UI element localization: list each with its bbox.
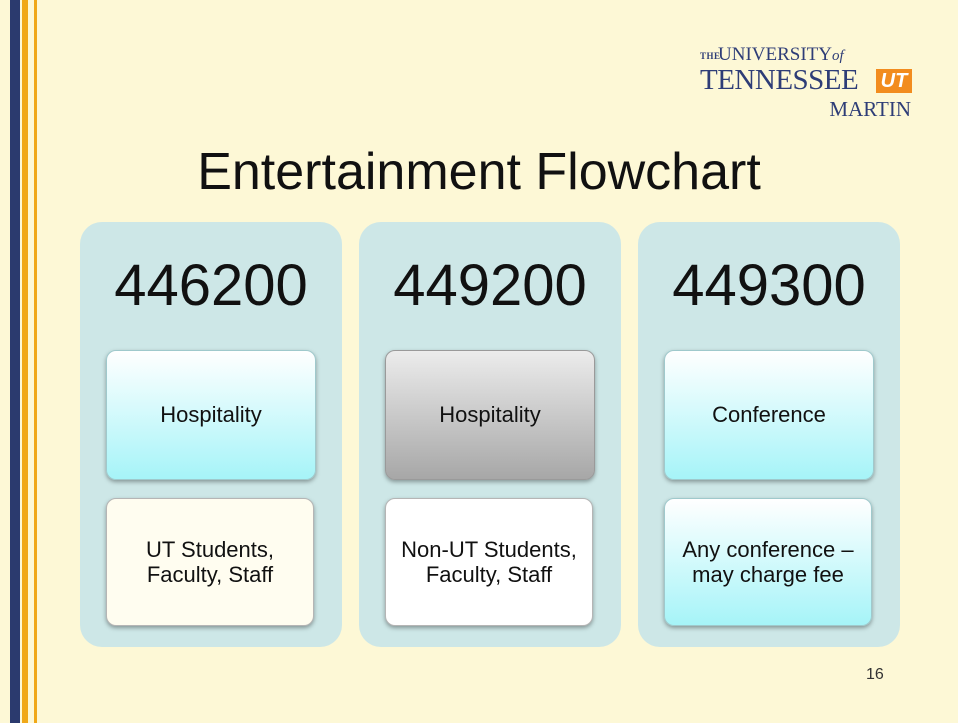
left-accent-bar-navy: [10, 0, 20, 723]
account-column-449300: 449300 Conference Any conference – may c…: [638, 222, 900, 647]
logo-university-text: UNIVERSITYof: [718, 44, 844, 65]
audience-box: Any conference – may charge fee: [664, 498, 872, 626]
audience-box: Non-UT Students, Faculty, Staff: [385, 498, 593, 626]
account-column-446200: 446200 Hospitality UT Students, Faculty,…: [80, 222, 342, 647]
logo-ut-mark: UT: [876, 69, 912, 93]
category-box: Hospitality: [385, 350, 595, 480]
left-accent-bar-orange: [22, 0, 28, 723]
category-box: Conference: [664, 350, 874, 480]
university-logo: THE UNIVERSITYof TENNESSEE UT MARTIN: [700, 44, 915, 122]
left-accent-bar-orange-thin: [34, 0, 37, 723]
page-number: 16: [866, 666, 884, 683]
account-code: 449200: [393, 253, 587, 318]
category-box: Hospitality: [106, 350, 316, 480]
logo-the-text: THE: [700, 51, 721, 61]
account-code: 446200: [114, 253, 308, 318]
account-column-449200: 449200 Hospitality Non-UT Students, Facu…: [359, 222, 621, 647]
logo-tennessee-text: TENNESSEE: [700, 64, 859, 96]
logo-martin-text: MARTIN: [829, 97, 911, 121]
slide-title: Entertainment Flowchart: [197, 143, 761, 201]
audience-box: UT Students, Faculty, Staff: [106, 498, 314, 626]
account-code: 449300: [672, 253, 866, 318]
